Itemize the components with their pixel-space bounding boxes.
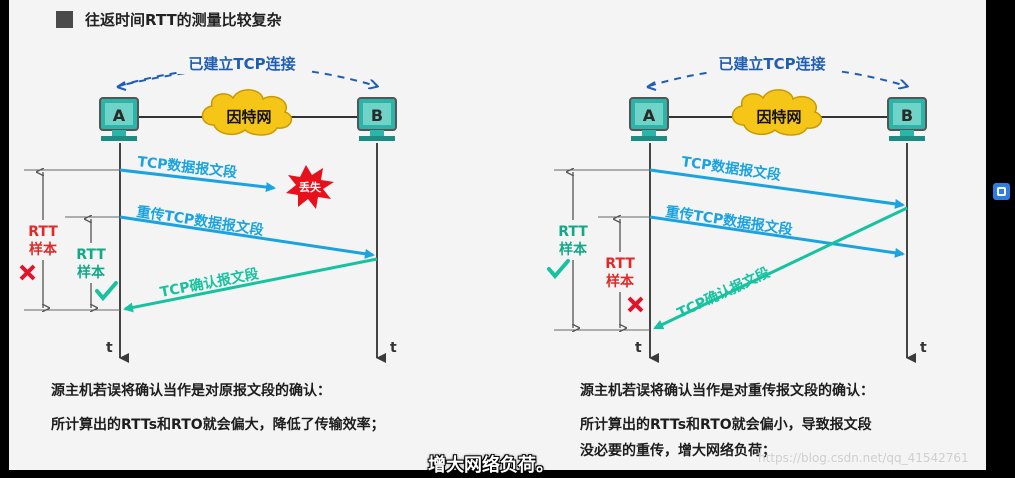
timeline-a-label: t: [635, 340, 642, 356]
cross-icon: [627, 296, 644, 313]
rtt-inner-bg: [71, 243, 111, 283]
host-a-icon: A: [99, 97, 139, 141]
rtt-outer-bg: [25, 220, 61, 260]
connection-arrowhead-left: [646, 81, 656, 88]
ack-arrow-label: TCP确认报文段: [159, 265, 260, 301]
left-caption-1: 源主机若误将确认当作是对原报文段的确认：: [51, 383, 331, 399]
rtt-outer-bg: [555, 220, 591, 260]
left-caption-2: 所计算出的RTTs和RTO就会偏大，降低了传输效率；: [51, 417, 385, 433]
cross-icon: [19, 264, 36, 281]
video-subtitle: 增大网络负荷。: [428, 455, 554, 476]
watermark: https://blog.csdn.net/qq_41542761: [758, 451, 969, 465]
host-a-label: A: [643, 106, 656, 125]
connection-label-bg: [707, 52, 837, 74]
rtt-inner-bg: [600, 252, 640, 292]
right-caption-1: 源主机若误将确认当作是对重传报文段的确认：: [580, 383, 874, 399]
resend-arrow: [119, 215, 375, 259]
rtt-outer-line2: 样本: [29, 241, 58, 258]
side-toolbar-icon[interactable]: [993, 183, 1010, 200]
internet-label: 因特网: [756, 108, 801, 126]
rtt-outer-line1: RTT: [28, 224, 58, 240]
rtt-inner-line1: RTT: [605, 256, 635, 272]
connection-label-bg: [177, 52, 307, 74]
check-icon: [547, 259, 570, 280]
check-icon: [95, 281, 118, 302]
connection-arrowhead-left: [116, 81, 126, 88]
rtt-inner-line1: RTT: [76, 247, 106, 263]
lost-label: 丢失: [299, 180, 322, 194]
timeline-a-label: t: [106, 340, 113, 356]
left-diagram: 已建立TCP连接 A B 因特网: [19, 52, 397, 363]
send-arrow: [119, 168, 276, 193]
connection-arrowhead-left-2: [116, 86, 127, 91]
title-bullet-icon: [56, 10, 73, 28]
right-caption-2b: 没必要的重传，增大网络负荷；: [580, 443, 776, 459]
send-arrow-label: TCP数据报文段: [680, 153, 781, 184]
host-b-label: B: [901, 106, 913, 125]
resend-arrow-label: 重传TCP数据报文段: [664, 203, 793, 238]
slide: 往返时间RTT的测量比较复杂: [9, 0, 986, 470]
host-b-label: B: [371, 106, 383, 125]
right-diagram: 已建立TCP连接 A B 因特网 t: [547, 52, 927, 363]
ack-arrow: [653, 206, 908, 330]
send-arrow: [649, 168, 905, 209]
rtt-outer-line2: 样本: [559, 241, 588, 258]
rtt-inner-line2: 样本: [77, 264, 106, 281]
connection-arrowhead-left-2: [646, 86, 657, 91]
page-title: 往返时间RTT的测量比较复杂: [85, 10, 282, 29]
ack-arrow: [123, 257, 378, 313]
ack-arrow-label: TCP确认报文段: [675, 264, 773, 322]
rtt-outer-line1: RTT: [558, 224, 588, 240]
title-row: 往返时间RTT的测量比较复杂: [56, 6, 282, 32]
host-b-icon: B: [357, 97, 397, 141]
diagrams-svg: 已建立TCP连接 A B 因特网: [19, 52, 927, 363]
timeline-b-label: t: [390, 340, 397, 356]
internet-label: 因特网: [226, 108, 271, 126]
connection-label: 已建立TCP连接: [188, 55, 295, 73]
timeline-b-label: t: [920, 340, 927, 356]
right-caption-2a: 所计算出的RTTs和RTO就会偏小，导致报文段: [580, 417, 872, 433]
resend-arrow: [649, 215, 905, 258]
host-a-icon: A: [629, 97, 669, 141]
host-a-label: A: [113, 106, 126, 125]
internet-cloud-icon: 因特网: [201, 89, 293, 136]
connection-label: 已建立TCP连接: [718, 55, 825, 73]
resend-arrow-label: 重传TCP数据报文段: [135, 203, 264, 239]
lost-burst-icon: [286, 165, 334, 209]
host-b-icon: B: [887, 97, 927, 141]
rtt-inner-line2: 样本: [606, 273, 635, 290]
internet-cloud-icon: 因特网: [731, 89, 823, 136]
